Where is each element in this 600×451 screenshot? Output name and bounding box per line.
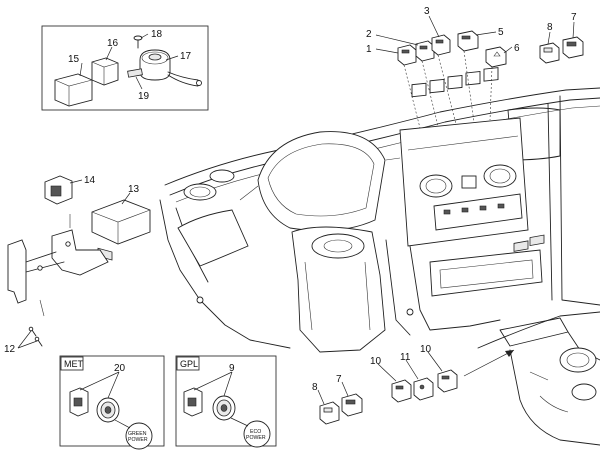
callout-10-b: 10: [420, 344, 432, 355]
callout-9: 9: [229, 363, 235, 374]
callout-5: 5: [498, 27, 504, 38]
switch-5: [457, 30, 479, 52]
callout-2: 2: [366, 29, 372, 40]
met-switch-housing: [69, 387, 89, 417]
screws-12: [28, 326, 43, 347]
clip: [127, 68, 143, 78]
relay-inset: 15 16 18 17 19: [41, 25, 209, 111]
console-detail: [463, 234, 600, 446]
callout-14: 14: [84, 175, 96, 186]
callout-6: 6: [514, 43, 520, 54]
screw: [133, 35, 143, 49]
switch-2: [415, 40, 435, 62]
switch-6: [485, 46, 507, 68]
eco-power-label-disc: [243, 420, 271, 448]
dashboard-assembly: [159, 67, 600, 353]
callout-15: 15: [68, 54, 80, 65]
switch-11: [413, 377, 434, 401]
buzzer: [139, 49, 202, 87]
gpl-tag-box: [176, 356, 200, 371]
switch-8-bottom: [319, 401, 340, 425]
callout-17: 17: [180, 51, 192, 62]
green-power-line2: POWER: [128, 437, 148, 443]
small-relay: [91, 57, 119, 86]
eco-power-knob: [212, 395, 236, 421]
callout-16: 16: [107, 38, 119, 49]
green-power-knob: [96, 397, 120, 423]
eco-power-line1: ECO: [250, 429, 261, 435]
met-tag: MET: [64, 359, 84, 369]
callout-7-top: 7: [571, 12, 577, 23]
callout-7-bottom: 7: [336, 374, 342, 385]
callout-10-a: 10: [370, 356, 382, 367]
switch-7-bottom: [341, 393, 363, 417]
callout-3: 3: [424, 6, 430, 17]
switch-10-b: [437, 369, 458, 393]
switch-10-a: [391, 379, 412, 403]
met-tag-box: [60, 356, 84, 371]
eco-power-line2: POWER: [246, 435, 266, 441]
callout-11: 11: [400, 352, 411, 363]
bottom-switches: 8 7 10 11 10: [312, 344, 458, 425]
gpl-inset-frame: [175, 355, 277, 447]
callout-20: 20: [114, 363, 126, 374]
callout-1: 1: [366, 44, 372, 55]
callout-13: 13: [128, 184, 140, 195]
switch-7-top: [562, 36, 584, 59]
gpl-switch-housing: [183, 387, 203, 417]
callout-18: 18: [151, 29, 163, 40]
callout-12: 12: [4, 344, 16, 355]
switch-3: [431, 34, 451, 56]
callout-8-bottom: 8: [312, 382, 318, 393]
callout-8-top: 8: [547, 22, 553, 33]
mounting-bracket: [7, 214, 109, 317]
gpl-tag: GPL: [180, 359, 198, 369]
green-power-label-disc: [125, 422, 153, 450]
met-inset: MET GREEN POWER 20: [59, 355, 165, 450]
gpl-inset: GPL ECO POWER 9: [175, 355, 277, 448]
control-module: [91, 199, 151, 261]
sensor-part: [44, 175, 73, 205]
top-switches: 1 2 3 5 6 8 7: [366, 6, 584, 129]
switch-8-top: [539, 42, 560, 64]
relay-inset-frame: [41, 25, 209, 111]
left-module-parts: 14 13 12: [4, 175, 151, 355]
green-power-line1: GREEN: [128, 431, 147, 437]
switch-1: [397, 44, 417, 66]
relay-cube: [54, 73, 93, 107]
met-inset-frame: [59, 355, 165, 447]
callout-19: 19: [138, 91, 150, 102]
